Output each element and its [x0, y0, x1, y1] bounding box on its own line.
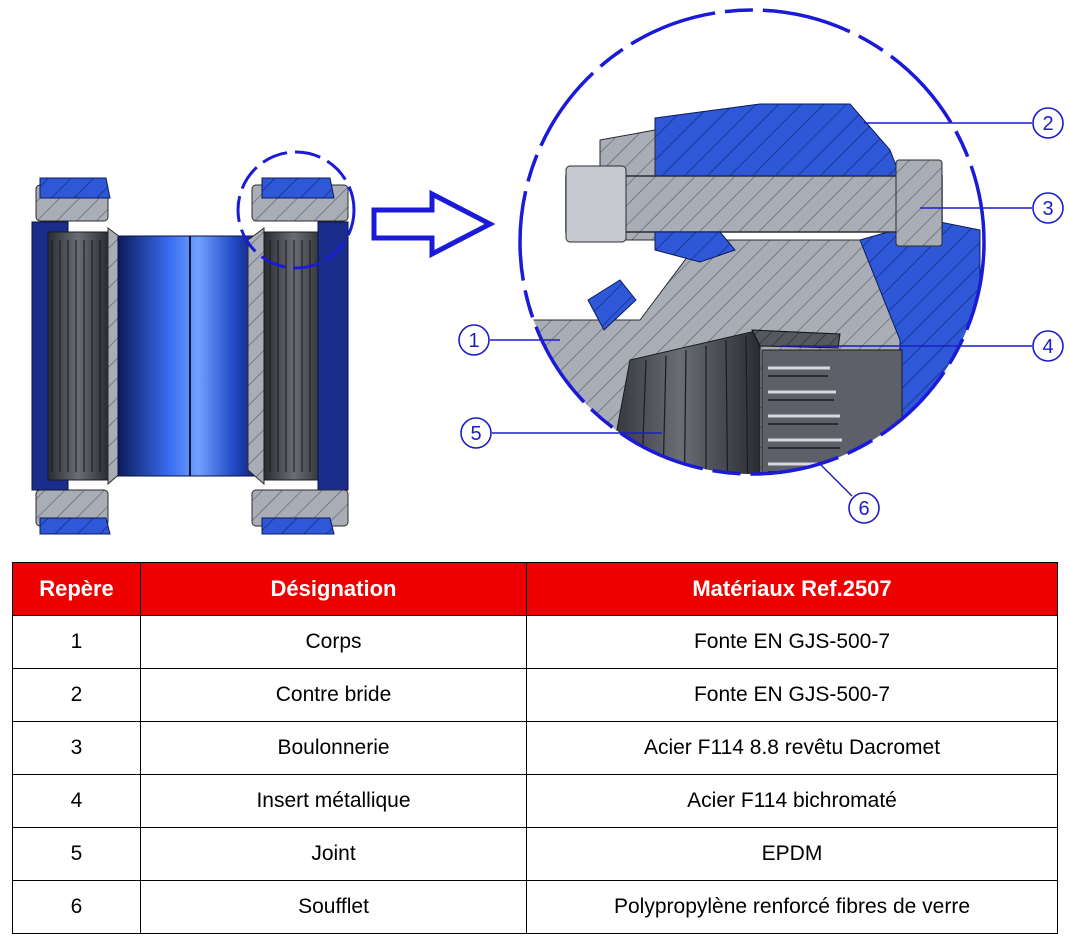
header-materiaux: Matériaux Ref.2507 [526, 562, 1058, 616]
callout-1: 1 [458, 324, 560, 356]
table-row: 4 Insert métallique Acier F114 bichromat… [12, 774, 1058, 828]
cell-designation: Insert métallique [140, 774, 527, 828]
cell-materiaux: Polypropylène renforcé fibres de verre [526, 880, 1058, 934]
cell-designation: Joint [140, 827, 527, 881]
parts-table: Repère Désignation Matériaux Ref.2507 1 … [12, 562, 1058, 934]
table-row: 3 Boulonnerie Acier F114 8.8 revêtu Dacr… [12, 721, 1058, 775]
callout-3: 3 [920, 192, 1064, 224]
callout-6: 6 [817, 461, 880, 524]
callout-2: 2 [864, 107, 1064, 139]
callout-4-label: 4 [1042, 336, 1053, 358]
cell-designation: Corps [140, 615, 527, 669]
header-designation: Désignation [140, 562, 527, 616]
cell-repere: 3 [12, 721, 141, 775]
cell-materiaux: Acier F114 bichromaté [526, 774, 1058, 828]
table-row: 5 Joint EPDM [12, 827, 1058, 881]
cell-repere: 2 [12, 668, 141, 722]
cell-repere: 5 [12, 827, 141, 881]
left-flange [31, 177, 125, 535]
header-repere: Repère [12, 562, 141, 616]
callout-6-label: 6 [858, 498, 869, 520]
right-flange [247, 177, 349, 535]
table-row: 2 Contre bride Fonte EN GJS-500-7 [12, 668, 1058, 722]
cell-materiaux: Acier F114 8.8 revêtu Dacromet [526, 721, 1058, 775]
cell-materiaux: Fonte EN GJS-500-7 [526, 615, 1058, 669]
arrow-right-outline-icon [371, 189, 496, 259]
cell-repere: 1 [12, 615, 141, 669]
assembly-diagram: 1 2 3 4 5 6 [31, 8, 1064, 535]
callout-5: 5 [460, 417, 662, 449]
cell-designation: Contre bride [140, 668, 527, 722]
coupling-overview [31, 150, 356, 535]
callout-1-label: 1 [468, 330, 479, 352]
callout-2-label: 2 [1042, 113, 1053, 135]
table-row: 1 Corps Fonte EN GJS-500-7 [12, 615, 1058, 669]
cell-designation: Boulonnerie [140, 721, 527, 775]
cell-repere: 6 [12, 880, 141, 934]
cell-materiaux: Fonte EN GJS-500-7 [526, 668, 1058, 722]
callout-4: 4 [780, 330, 1064, 362]
callout-3-label: 3 [1042, 198, 1053, 220]
table-row: 6 Soufflet Polypropylène renforcé fibres… [12, 880, 1058, 934]
detail-view [518, 8, 986, 476]
cell-materiaux: EPDM [526, 827, 1058, 881]
detail-marker-circle [236, 150, 356, 270]
cell-repere: 4 [12, 774, 141, 828]
callout-5-label: 5 [470, 423, 481, 445]
table-header-row: Repère Désignation Matériaux Ref.2507 [12, 562, 1058, 616]
cell-designation: Soufflet [140, 880, 527, 934]
